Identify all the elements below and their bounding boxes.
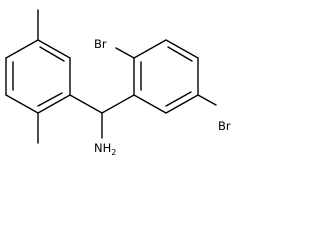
amine-label: NH2 bbox=[94, 141, 116, 157]
left-ring bbox=[5, 39, 71, 114]
double-bond-right-ring-c bbox=[165, 91, 192, 107]
bond-left-ring-3 bbox=[37, 94, 71, 114]
bond-left-ring-4 bbox=[5, 94, 39, 114]
bond-right-ring-6 bbox=[133, 94, 167, 114]
double-bond-left-ring-b bbox=[37, 92, 63, 107]
bromine-label-top: Br bbox=[94, 37, 107, 51]
bond-left-ring-to-ch bbox=[69, 94, 103, 114]
bond-right-ring-3 bbox=[165, 39, 199, 59]
bond-left-ring-6 bbox=[5, 39, 39, 59]
right-ring bbox=[133, 39, 199, 114]
double-bond-right-ring-b bbox=[167, 46, 193, 62]
bond-right-ring-2 bbox=[133, 39, 167, 59]
structure-canvas: Br Br NH2 bbox=[5, 9, 231, 157]
bond-to-bromine-right bbox=[197, 94, 217, 106]
bromine-label-right: Br bbox=[218, 119, 231, 133]
double-bond-left-ring-a bbox=[39, 46, 65, 62]
bond-to-bromine-top bbox=[115, 47, 135, 59]
molecule-structure: Br Br NH2 bbox=[5, 9, 231, 157]
amine-label-main: NH bbox=[94, 141, 111, 155]
amine-label-subscript: 2 bbox=[111, 148, 116, 157]
bond-right-ring-5 bbox=[165, 94, 199, 114]
bond-ch-to-right-ring bbox=[101, 94, 135, 114]
bond-left-ring-1 bbox=[37, 39, 71, 59]
